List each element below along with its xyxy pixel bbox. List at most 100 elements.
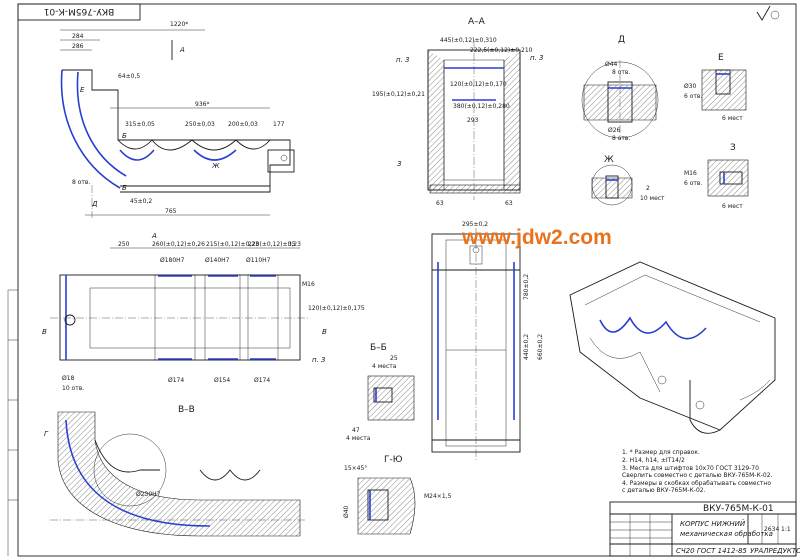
dim-plan-174a: Ø174 (168, 377, 184, 384)
dim-plan-215: 215(±0,12)±0,23 (206, 241, 259, 248)
section-marker-g: Г (44, 430, 49, 438)
dim-plan-holes: Ø18 (62, 375, 75, 382)
dim-d-26: Ø26 (608, 127, 621, 134)
dim-side-440: 440±0,2 (523, 334, 530, 360)
section-marker-b: Б (122, 132, 127, 140)
dim-plan-260: 260(±0,12)±0,26 (152, 241, 205, 248)
dim-aa-445: 445(±0,12)±0,310 (440, 37, 497, 44)
detail-d-title: Д (618, 35, 625, 45)
detail-e-title: Е (718, 53, 724, 63)
section-marker-b2: Б (122, 184, 127, 192)
title-designation: ВКУ-765М-К-01 (703, 504, 774, 514)
dim-aa-380: 380(±0,12)±0,280 (453, 103, 510, 110)
detail-zh: Ж 2 10 мест (591, 155, 665, 206)
detail-z: З М16 6 отв. 6 мест (684, 143, 749, 210)
note-3b: Сверлить совместно с деталью ВКУ-765М-К-… (622, 472, 773, 479)
dim-e-6mest: 6 мест (722, 115, 743, 122)
front-view: 1220* 284 286 А 64±0,5 Е 936* 315±0,05 2… (60, 21, 295, 218)
dim-bb-47: 47 (352, 427, 360, 434)
dim-284: 284 (72, 33, 84, 40)
dim-plan-220: 220(±0,12)±0,23 (248, 241, 301, 248)
dim-bb-25: 25 (390, 355, 398, 362)
section-marker-p3-plan: п. 3 (312, 356, 325, 364)
dim-plan-120: 120(±0,12)±0,175 (308, 305, 365, 312)
top-stamp: ВКУ-765М-К-01 (17, 3, 141, 21)
dim-gyu-m24: М24×1,5 (424, 493, 452, 500)
dim-bb-4mesta: 4 места (372, 363, 397, 370)
dim-64: 64±0,5 (118, 73, 140, 80)
note-2: 2. Н14, h14, ±IT14/2 (622, 457, 685, 464)
section-bb-title: Б–Б (370, 343, 387, 353)
section-marker-zh: Ж (211, 162, 220, 170)
dim-286: 286 (72, 43, 84, 50)
section-vv: В–В Г Ø230Н7 (44, 405, 305, 537)
section-marker-a-top: А (179, 46, 185, 54)
dim-top-width: 1220* (170, 21, 188, 28)
dim-z-m16: М16 (684, 170, 697, 177)
dim-z-6otv: 6 отв. (684, 180, 702, 187)
dim-45: 45±0,2 (130, 198, 152, 205)
section-bb: Б–Б 25 4 места 47 4 места (346, 343, 415, 442)
detail-d: Д Ø44 8 отв. Ø26 8 отв. (581, 35, 659, 142)
isometric-view (569, 261, 776, 434)
title-block: ВКУ-765М-К-01 КОРПУС НИЖНИЙ механическая… (609, 501, 800, 557)
roughness-symbol-icon (756, 5, 780, 21)
section-marker-v-left: В (42, 328, 47, 336)
note-1: 1. * Размер для справок. (622, 449, 700, 456)
section-aa-title: А–А (468, 17, 486, 27)
dim-side-295: 295±0,2 (462, 221, 488, 228)
title-scale: 1:1 (781, 526, 791, 533)
dim-936: 936* (195, 101, 209, 108)
section-marker-v-right: В (322, 328, 327, 336)
detail-zh-title: Ж (604, 155, 614, 165)
dim-plan-35: 35 (288, 241, 296, 248)
dim-aa-63-right: 63 (505, 200, 513, 207)
section-gyu: Г-Ю 15×45° Ø40 М24×1,5 (343, 455, 452, 535)
dim-200: 200±0,03 (228, 121, 258, 128)
side-view: 295±0,2 780±0,2 440±0,2 660±0,2 (431, 221, 544, 462)
dim-plan-174b: Ø174 (254, 377, 270, 384)
section-gyu-title: Г-Ю (384, 455, 403, 465)
dim-315: 315±0,05 (125, 121, 155, 128)
section-marker-p3-right: п. 3 (530, 54, 543, 62)
dim-aa-195: 195(±0,12)±0,21 (372, 91, 425, 98)
dim-765: 765 (165, 208, 177, 215)
dim-bb-4mesta2: 4 места (346, 435, 371, 442)
dim-z-6mest: 6 мест (722, 203, 743, 210)
title-material: СЧ20 ГОСТ 1412-85 (676, 547, 747, 555)
section-marker-a-bottom: А (151, 232, 157, 240)
dim-aa-2225: 222,5(±0,12)±0,210 (470, 47, 533, 54)
dim-plan-10otv: 10 отв. (62, 385, 84, 392)
dim-177: 177 (273, 121, 285, 128)
dim-side-660: 660±0,2 (537, 334, 544, 360)
technical-notes: 1. * Размер для справок. 2. Н14, h14, ±I… (622, 449, 773, 494)
title-name: КОРПУС НИЖНИЙ (680, 519, 746, 528)
dim-250: 250±0,03 (185, 121, 215, 128)
dim-side-780: 780±0,2 (523, 274, 530, 300)
dim-8otv: 8 отв. (72, 179, 90, 186)
section-marker-d: Д (91, 200, 98, 208)
detail-z-title: З (730, 143, 736, 153)
sheet-frame (17, 3, 797, 557)
title-organization: УРАЛРЕДУКТОР (750, 547, 800, 555)
dim-plan-bore2: Ø140Н7 (205, 257, 230, 264)
note-3: 3. Места для штифтов 10х70 ГОСТ 3129-70 (622, 465, 759, 472)
section-aa: А–А 445(±0,12)±0,310 222,5(±0,12)±0,210 … (372, 17, 543, 207)
note-4: 4. Размеры в скобках обрабатывать совмес… (622, 480, 771, 487)
dim-gyu-15: 15×45° (344, 465, 367, 472)
section-vv-title: В–В (178, 405, 195, 415)
top-stamp-text: ВКУ-765М-К-01 (44, 6, 115, 16)
dim-plan-154: Ø154 (214, 377, 230, 384)
dim-gyu-40: Ø40 (343, 505, 350, 518)
dim-plan-m16: М16 (302, 281, 315, 288)
detail-e: Е Ø30 6 отв. 6 мест (684, 53, 747, 122)
dim-aa-63-left: 63 (436, 200, 444, 207)
dim-aa-293: 293 (467, 117, 479, 124)
dim-d-8otv: 8 отв. (612, 69, 630, 76)
dim-e-30: Ø30 (684, 83, 697, 90)
section-marker-z: З (397, 160, 402, 168)
dim-zh-2: 2 (646, 185, 650, 192)
title-mass: 2634 (764, 526, 779, 533)
dim-plan-bore1: Ø180Н7 (160, 257, 185, 264)
